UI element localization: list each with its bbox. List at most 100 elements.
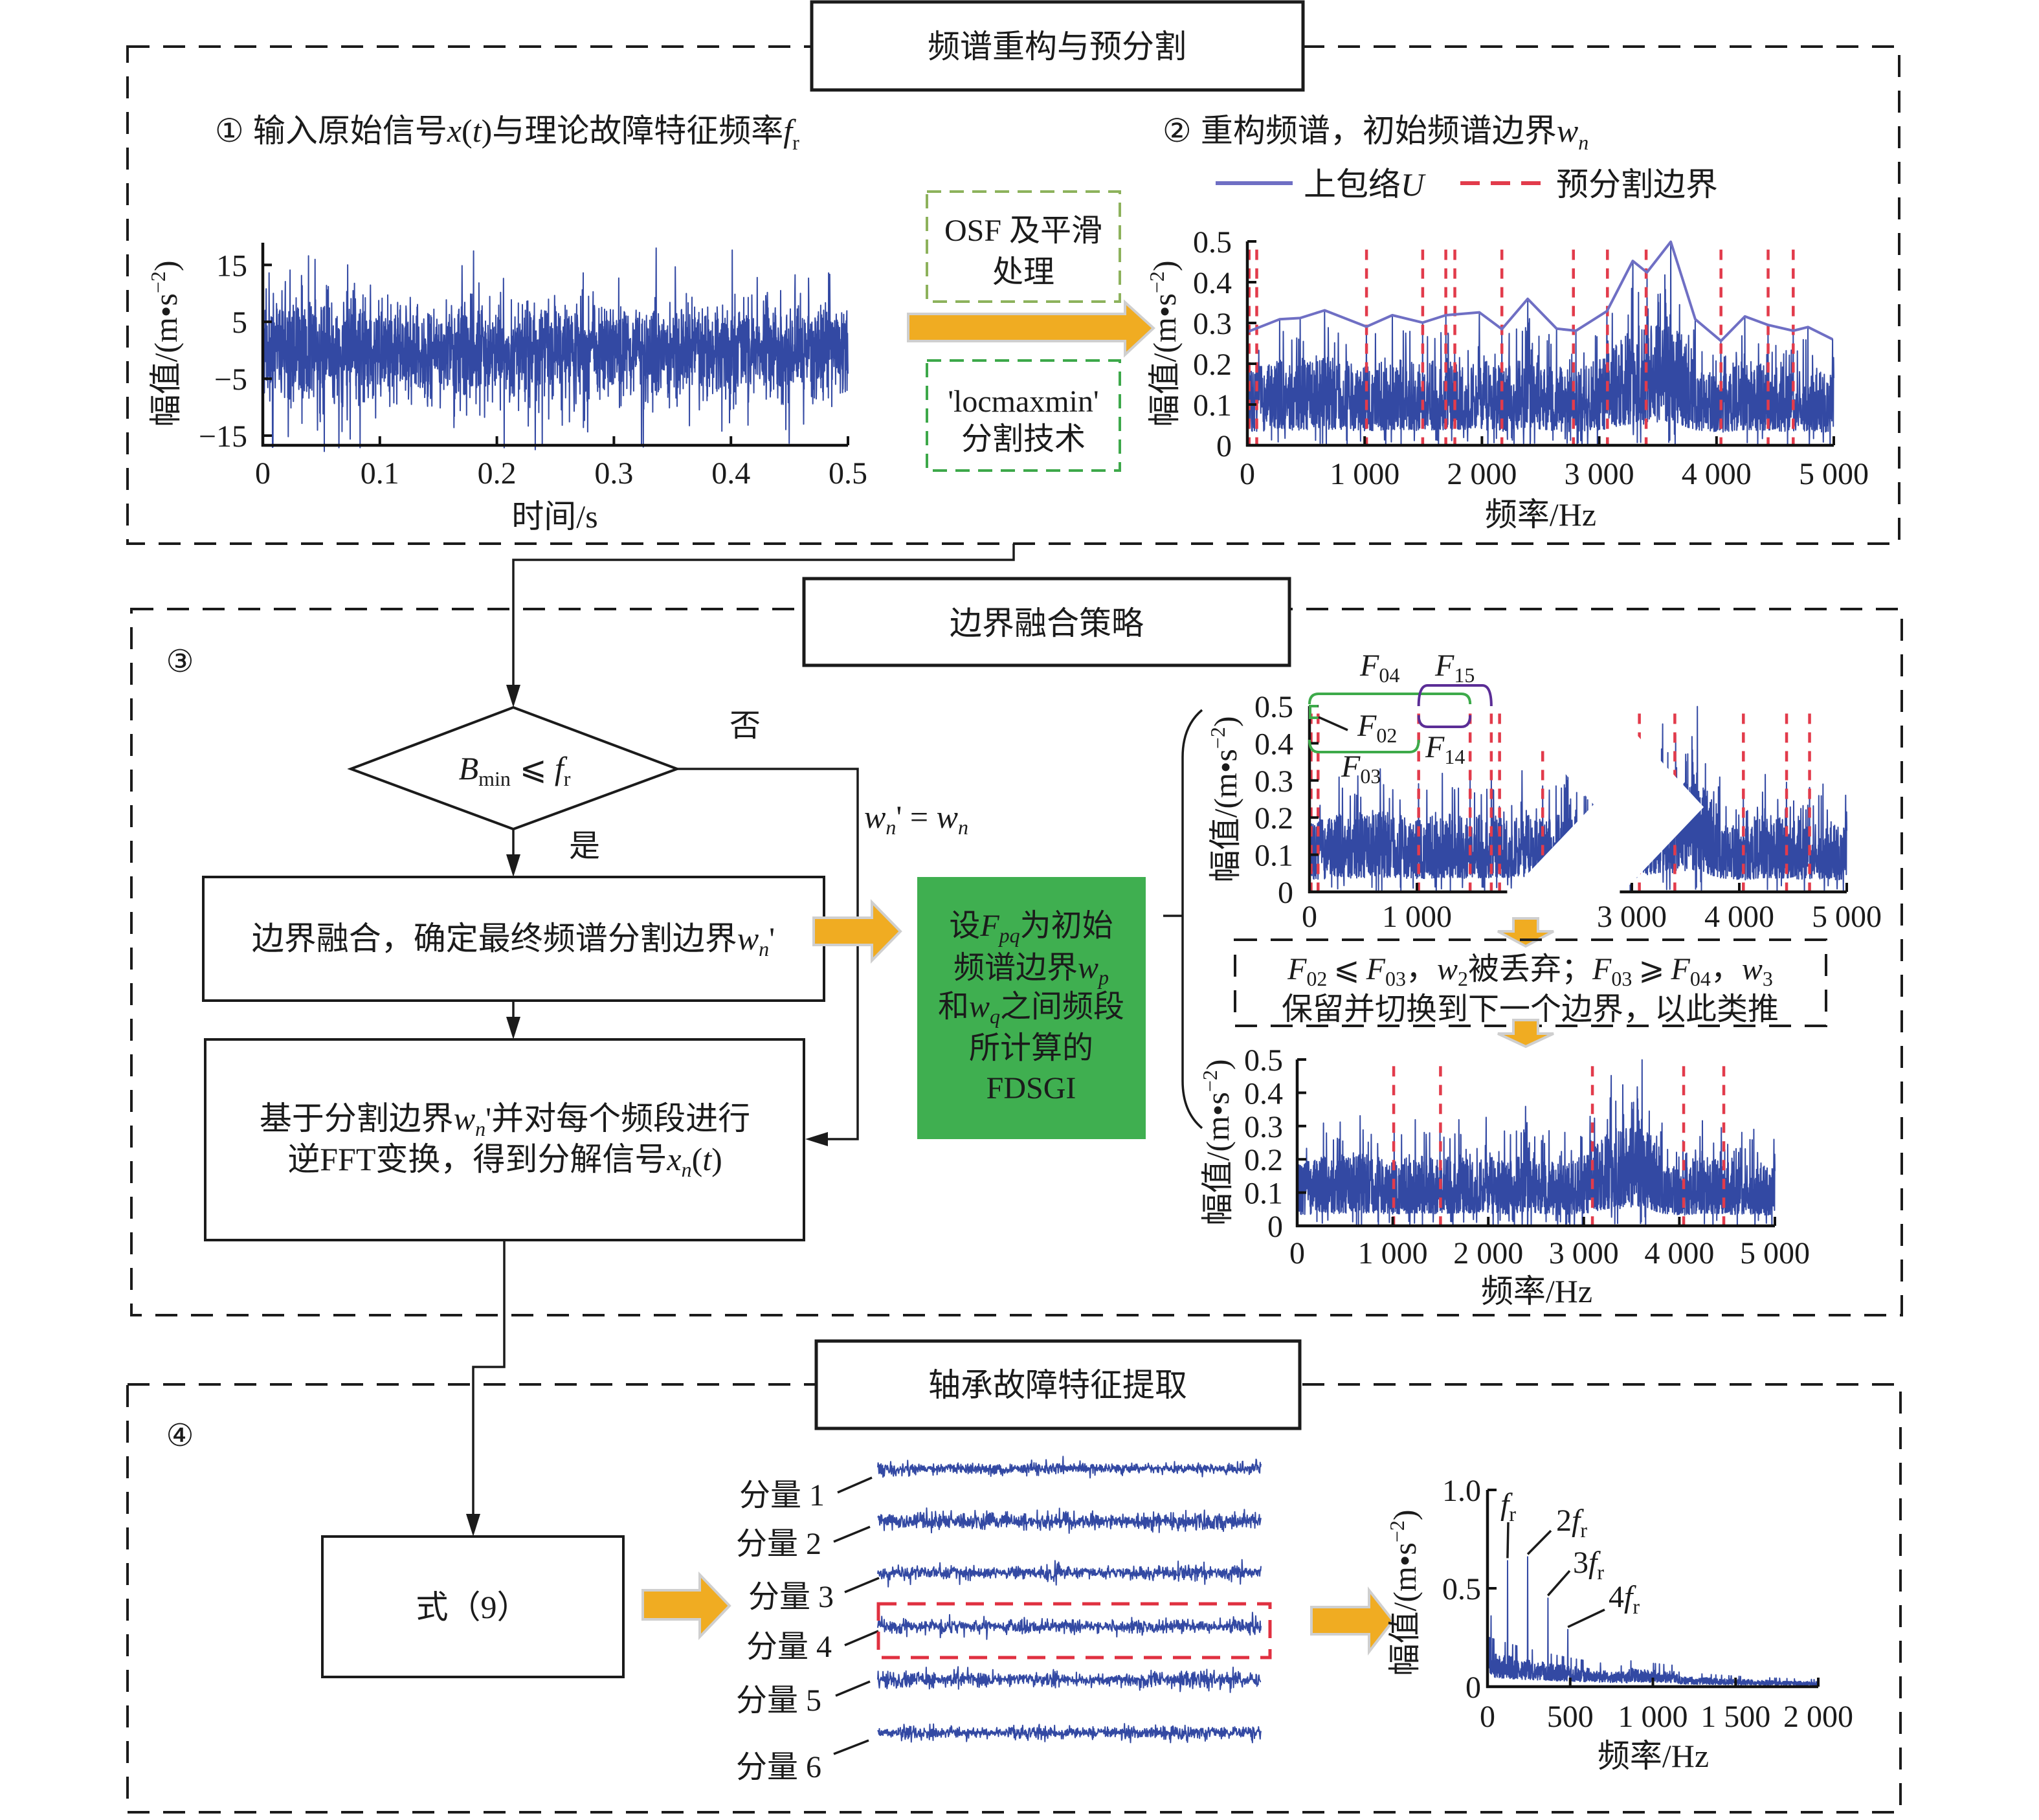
y-tick-label: 0.3 <box>1244 1110 1283 1144</box>
paren: ) <box>711 1141 722 1177</box>
inverse-fft-box <box>204 1038 805 1241</box>
math-var: t <box>473 113 482 149</box>
y-tick-label: 0.2 <box>1244 1143 1283 1177</box>
math-var: w <box>737 920 759 957</box>
formula-box <box>321 1535 625 1678</box>
box-text: 基于分割边界 <box>260 1100 454 1137</box>
math-var: w <box>969 990 990 1024</box>
harmonic-sub: r <box>1509 1502 1516 1526</box>
math-subscript: p <box>1097 966 1109 989</box>
math-var: w <box>1557 113 1578 149</box>
caption-text: 重构频谱，初始频谱边界 <box>1201 113 1557 149</box>
x-tick-label: 3 000 <box>1597 900 1667 934</box>
math-subscript: n <box>682 1158 692 1181</box>
y-tick-label: 0.1 <box>1193 388 1232 423</box>
harmonic-sub: r <box>1580 1518 1587 1542</box>
x-tick-label: 0 <box>1289 1236 1305 1271</box>
fusion-rule-line1: F02⩽F03，w2被丢弃；F03⩾F04，w3 <box>1287 952 1773 990</box>
step-number: ② <box>1163 113 1192 149</box>
spectrum-trace <box>1247 241 1834 446</box>
fdsgi-bracket <box>1309 705 1319 719</box>
math-subscript: pq <box>998 924 1020 947</box>
math-operator: ⩽ <box>1333 952 1359 986</box>
x-tick-label: 1 000 <box>1358 1236 1428 1271</box>
harmonic-sub: r <box>1632 1595 1640 1618</box>
math-var: w <box>1742 952 1763 986</box>
x-tick-label: 0.3 <box>594 456 633 491</box>
paren: ( <box>692 1141 703 1177</box>
y-tick-label: 0.4 <box>1254 727 1293 761</box>
component-label: 分量 2 <box>736 1527 821 1561</box>
x-axis-label: 时间/s <box>511 498 597 535</box>
paren: ) <box>482 113 493 149</box>
x-tick-label: 4 000 <box>1682 457 1752 491</box>
upper-envelope-line <box>1247 240 1833 342</box>
paren: ( <box>462 113 473 149</box>
locmaxmin-box-line2: 分割技术 <box>961 422 1086 456</box>
x-tick-label: 5 000 <box>1740 1236 1810 1271</box>
punctuation: ， <box>1711 952 1742 986</box>
fdsgi-text-line4: 所计算的 <box>969 1031 1093 1065</box>
no-branch-line <box>677 768 859 1140</box>
y-axis-label-exponent: −2 <box>1385 1520 1409 1542</box>
box-text: 逆FFT变换，得到分解信号 <box>287 1141 667 1177</box>
process-arrow-down <box>1497 1019 1554 1049</box>
inverse-fft-text-line2: 逆FFT变换，得到分解信号xn(t) <box>287 1141 722 1181</box>
x-tick-label: 1 500 <box>1700 1700 1770 1734</box>
y-axis-label-text: ) <box>1199 1059 1236 1070</box>
math-subscript: q <box>990 1004 1000 1028</box>
section-title: 边界融合策略 <box>950 605 1144 641</box>
fdsgi-label: F03 <box>1341 749 1381 788</box>
math-subscript: 03 <box>1611 967 1632 990</box>
math-var: F <box>1366 952 1386 986</box>
component-label: 分量 3 <box>748 1580 834 1614</box>
x-tick-label: 500 <box>1547 1700 1594 1734</box>
locmaxmin-box-line1: 'locmaxmin' <box>948 384 1098 419</box>
y-axis-label: 幅值/(m•s−2) <box>1198 1059 1236 1225</box>
harmonic-leader-line <box>1546 1570 1571 1597</box>
x-tick-label: 0 <box>255 456 271 491</box>
y-axis-label: 幅值/(m•s−2) <box>1385 1509 1423 1676</box>
component-label: 分量 5 <box>736 1683 821 1718</box>
y-tick-label: 1.0 <box>1442 1474 1481 1508</box>
boundary-fusion-text: 边界融合，确定最终频谱分割边界wn' <box>252 920 775 960</box>
x-tick-label: 3 000 <box>1565 457 1634 491</box>
x-tick-label: 5 000 <box>1812 900 1882 934</box>
math-subscript: 03 <box>1385 967 1406 990</box>
y-axis-label: 幅值/(m•s−2) <box>146 260 184 427</box>
x-tick-label: 4 000 <box>1644 1236 1714 1271</box>
math-var: w <box>1437 952 1458 986</box>
math-var: x <box>447 113 462 149</box>
y-tick-label: 0.4 <box>1244 1076 1283 1111</box>
section-title-box <box>802 577 1291 667</box>
signal-trace <box>262 247 849 452</box>
y-axis-label-exponent: −2 <box>1206 727 1229 749</box>
fdsgi-label-sub: 14 <box>1444 745 1465 768</box>
math-subscript: min <box>478 767 511 790</box>
y-tick-label: 0.4 <box>1193 266 1232 300</box>
box-text: 边界融合，确定最终频谱分割边界 <box>252 920 737 957</box>
envelope-spectrum-trace <box>1487 1556 1819 1686</box>
y-axis-label: 幅值/(m•s−2) <box>1145 260 1183 427</box>
fdsgi-label-var: F <box>1357 709 1377 743</box>
component-leader-line <box>837 1476 873 1494</box>
x-tick-label: 2 000 <box>1447 457 1517 491</box>
y-tick-label: 0.3 <box>1193 307 1232 341</box>
component-leader-line <box>833 1526 871 1543</box>
x-tick-label: 0 <box>1480 1700 1495 1734</box>
fdsgi-label-sub: 03 <box>1360 764 1381 788</box>
section-title: 频谱重构与预分割 <box>928 28 1187 65</box>
fdsgi-bracket <box>1417 715 1472 728</box>
fdsgi-definition-box <box>917 877 1146 1139</box>
caption-text: 与理论故障特征频率 <box>492 113 783 149</box>
math-subscript: n <box>475 1117 485 1140</box>
harmonic-coefficient: 2 <box>1556 1504 1572 1538</box>
box-text: '并对每个频段进行 <box>485 1100 750 1137</box>
x-tick-label: 0 <box>1240 457 1255 491</box>
y-tick-label: 0.5 <box>1254 690 1293 724</box>
